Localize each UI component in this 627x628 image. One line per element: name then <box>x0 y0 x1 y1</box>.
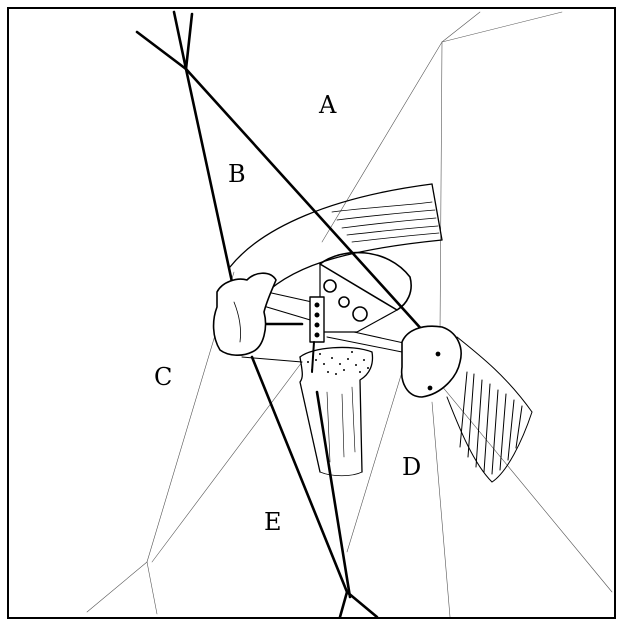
fracture-stipple <box>307 351 369 375</box>
region-label-e: E <box>264 510 282 534</box>
region-label-d: D <box>402 455 421 479</box>
humeral-head <box>320 253 411 332</box>
implant-plate <box>310 297 324 372</box>
humerus-shaft <box>300 347 373 475</box>
left-fragment <box>214 273 276 355</box>
region-label-b: B <box>228 162 246 186</box>
anatomical-illustration <box>9 9 616 619</box>
connector-lines <box>242 292 422 362</box>
region-label-c: C <box>154 365 172 389</box>
region-label-a: A <box>319 93 336 117</box>
right-fragment <box>402 326 461 397</box>
thin-boundary-lines <box>87 12 612 617</box>
figure-frame: A B C D E <box>7 7 616 619</box>
